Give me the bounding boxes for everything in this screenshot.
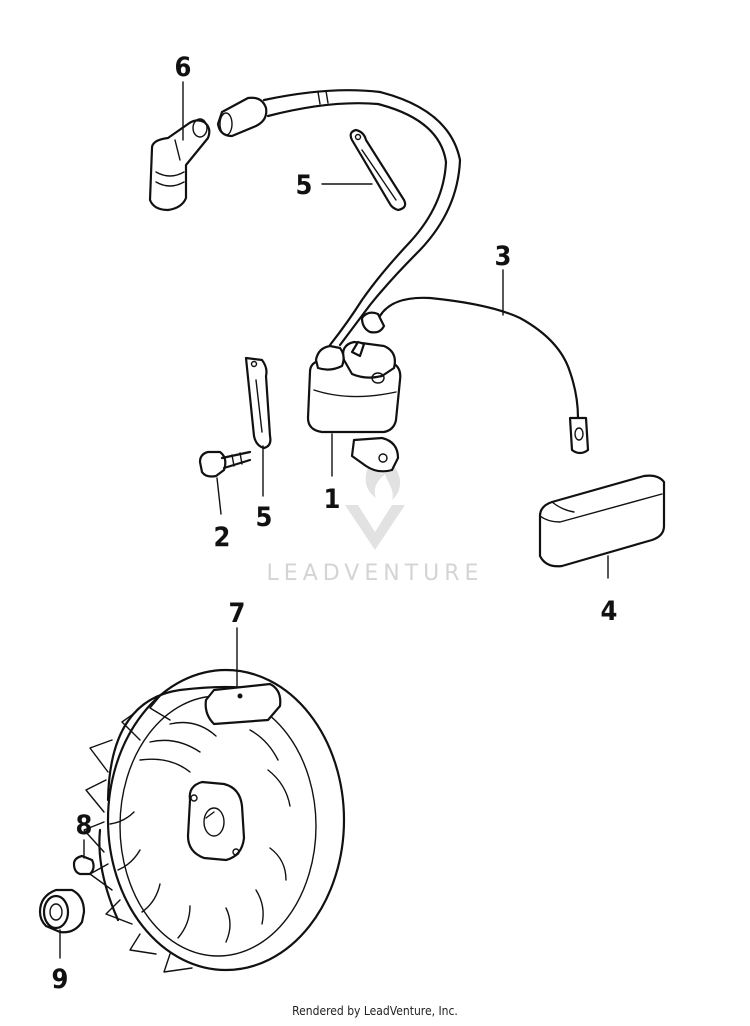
- callout-1: 1: [324, 484, 341, 515]
- render-credit-footer: Rendered by LeadVenture, Inc.: [292, 1004, 458, 1018]
- flange-nut-part-9: [38, 888, 86, 934]
- callout-7: 7: [229, 598, 246, 629]
- callout-leader-lines: [59, 81, 609, 959]
- watermark-text: LEADVENTURE: [267, 561, 484, 586]
- leadventure-watermark: LEADVENTURE: [267, 460, 484, 586]
- ignition-coil-part-1: [306, 340, 402, 473]
- flywheel-part-7: [83, 668, 346, 973]
- callout-3: 3: [495, 241, 512, 272]
- callout-4: 4: [601, 596, 618, 627]
- callout-9: 9: [52, 964, 69, 995]
- callout-5-upper: 5: [296, 170, 313, 201]
- v-logo-icon: [345, 505, 405, 550]
- woodruff-key-part-8: [72, 854, 95, 876]
- leader-2: [216, 477, 222, 515]
- retaining-clip-part-5-upper: [349, 128, 407, 212]
- module-box-part-4: [538, 474, 666, 568]
- callout-6: 6: [175, 52, 192, 83]
- mounting-bracket-part-5-lower: [244, 356, 272, 450]
- callout-8: 8: [76, 810, 93, 841]
- ignition-lead-wire: [216, 89, 462, 347]
- callout-numbers: 6 5 3 1 2 5 4 7 8 9: [52, 52, 618, 995]
- callout-5-lower: 5: [256, 502, 273, 533]
- spark-plug-boot-part-6: [148, 118, 211, 212]
- callout-2: 2: [214, 522, 231, 553]
- kill-wire-part-3: [360, 296, 590, 455]
- screw-part-2: [198, 450, 252, 478]
